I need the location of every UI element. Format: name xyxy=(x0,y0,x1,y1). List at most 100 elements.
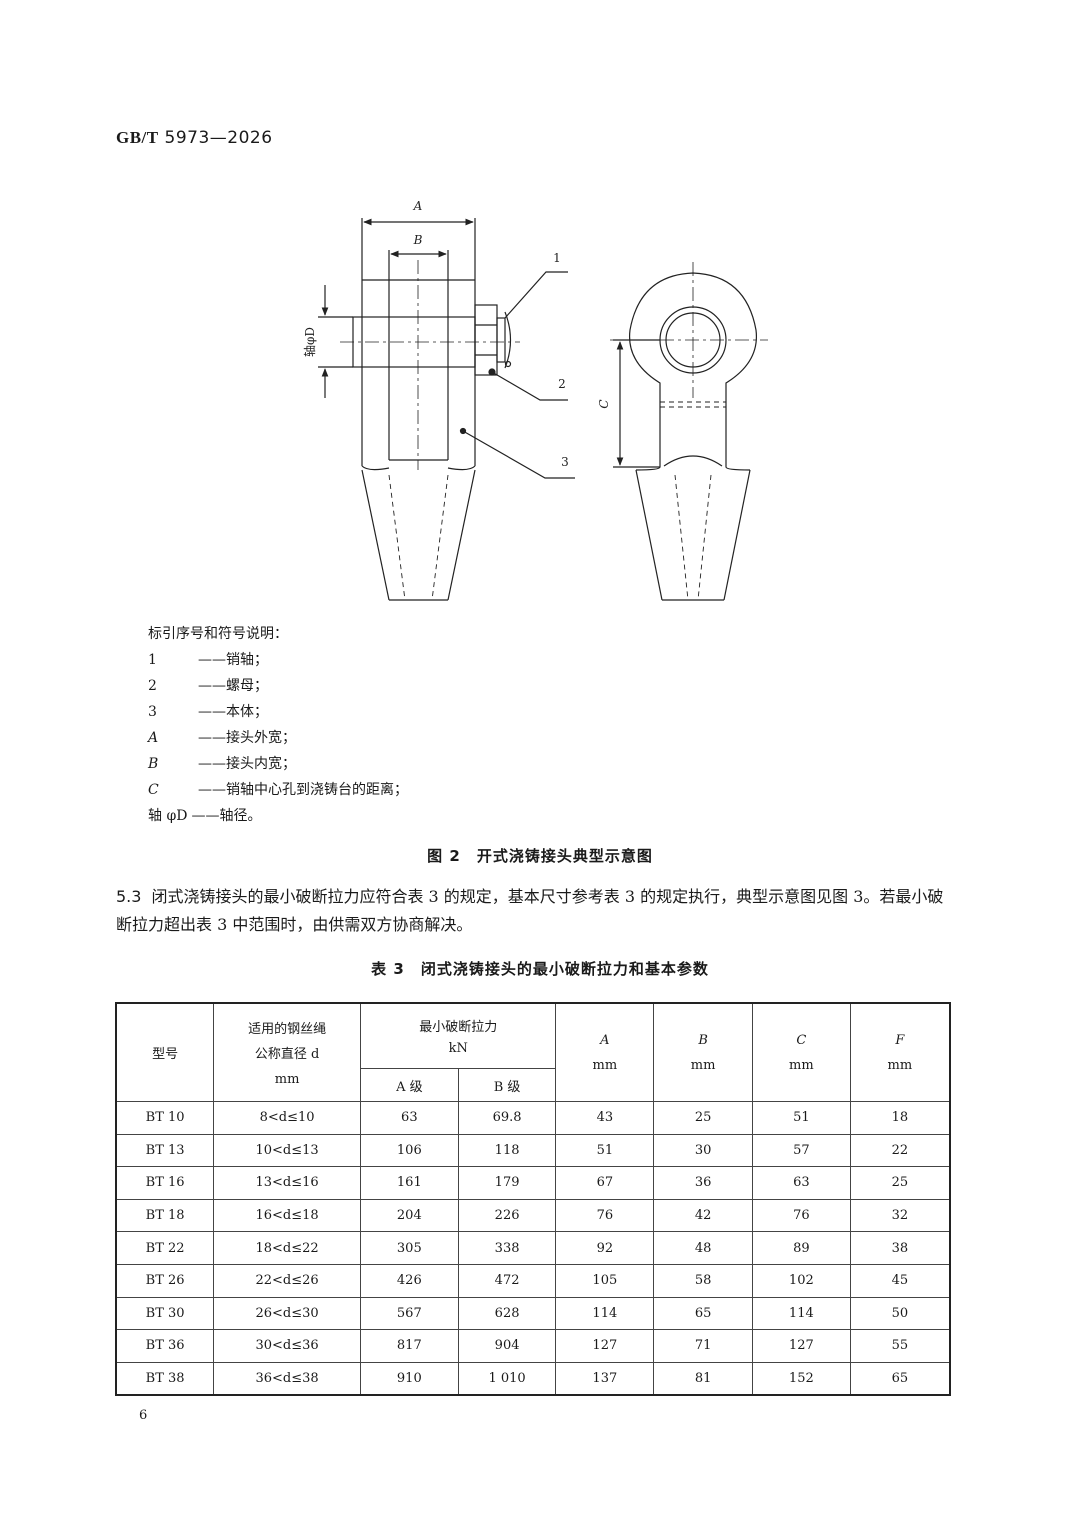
cell-b: 65 xyxy=(653,1296,753,1331)
cell-force-grade-b: 118 xyxy=(457,1133,557,1168)
header-rope-diameter-line2: 公称直径 d xyxy=(254,1047,320,1062)
page-number: 6 xyxy=(139,1408,148,1423)
header-c-symbol: C xyxy=(796,1032,807,1048)
cell-a: 114 xyxy=(555,1296,655,1331)
cell-a: 43 xyxy=(555,1101,655,1135)
header-c-unit: mm xyxy=(789,1057,814,1073)
cell-rope-diameter: 16<d≤18 xyxy=(213,1198,361,1233)
table-caption: 表 3 闭式浇铸接头的最小破断拉力和基本参数 xyxy=(371,960,709,978)
legend-symbol: 2 xyxy=(148,678,157,694)
cell-rope-diameter: 22<d≤26 xyxy=(213,1263,361,1298)
legend-symbol: C xyxy=(148,782,159,798)
header-breaking-force-label: 最小破断拉力 xyxy=(419,1020,498,1035)
cell-rope-diameter: 26<d≤30 xyxy=(213,1296,361,1331)
header-grade-b: B 级 xyxy=(457,1068,557,1102)
header-grade-a: A 级 xyxy=(359,1068,459,1102)
figure-2-drawing: A B C 轴φD 1 2 3 xyxy=(302,199,768,601)
header-rope-diameter-line1: 适用的钢丝绳 xyxy=(248,1022,327,1037)
legend-symbol: 3 xyxy=(148,704,157,720)
cell-force-grade-b: 69.8 xyxy=(457,1101,557,1135)
legend-description: ——销轴； xyxy=(198,652,268,668)
cell-force-grade-a: 204 xyxy=(359,1198,459,1233)
cell-force-grade-b: 628 xyxy=(457,1296,557,1331)
figure-caption: 图 2 开式浇铸接头典型示意图 xyxy=(427,847,653,865)
dim-label-c: C xyxy=(597,399,611,408)
figure-legend: 标引序号和符号说明： 1——销轴； 2——螺母； 3——本体； A——接头外宽；… xyxy=(148,621,408,829)
dim-label-b: B xyxy=(413,233,423,247)
cell-a: 67 xyxy=(555,1166,655,1200)
cell-b: 30 xyxy=(653,1133,753,1168)
legend-item: B——接头内宽； xyxy=(148,751,408,777)
cell-model: BT 22 xyxy=(115,1231,215,1265)
legend-symbol: A xyxy=(148,730,159,746)
cell-c: 51 xyxy=(751,1101,851,1135)
cell-b: 71 xyxy=(653,1329,753,1363)
cell-c: 57 xyxy=(751,1133,851,1168)
legend-symbol: 轴 φD xyxy=(148,808,188,824)
section-text: 闭式浇铸接头的最小破断拉力应符合表 3 的规定，基本尺寸参考表 3 的规定执行，… xyxy=(116,887,944,934)
cell-force-grade-a: 63 xyxy=(359,1101,459,1135)
dim-label-a: A xyxy=(413,199,423,213)
cell-model: BT 18 xyxy=(115,1198,215,1233)
cell-force-grade-a: 161 xyxy=(359,1166,459,1200)
cell-rope-diameter: 36<d≤38 xyxy=(213,1361,361,1396)
cell-model: BT 16 xyxy=(115,1166,215,1200)
front-view xyxy=(610,262,768,601)
cell-force-grade-b: 338 xyxy=(457,1231,557,1265)
cell-b: 48 xyxy=(653,1231,753,1265)
cell-f: 45 xyxy=(849,1263,951,1298)
cell-force-grade-a: 910 xyxy=(359,1361,459,1396)
cell-model: BT 26 xyxy=(115,1263,215,1298)
cell-c: 76 xyxy=(751,1198,851,1233)
legend-item: 2 ——螺母； xyxy=(148,673,408,699)
cell-c: 152 xyxy=(751,1361,851,1396)
cell-f: 65 xyxy=(849,1361,951,1396)
legend-description: ——接头内宽； xyxy=(198,756,296,772)
header-a-symbol: A xyxy=(600,1032,610,1048)
cell-f: 32 xyxy=(849,1198,951,1233)
header-model: 型号 xyxy=(115,1002,215,1102)
cell-a: 137 xyxy=(555,1361,655,1396)
legend-description: ——轴径。 xyxy=(191,808,262,824)
cell-model: BT 30 xyxy=(115,1296,215,1331)
dim-label-axis-d: 轴φD xyxy=(302,327,317,357)
cell-f: 25 xyxy=(849,1166,951,1200)
cell-rope-diameter: 30<d≤36 xyxy=(213,1329,361,1363)
legend-description: ——螺母； xyxy=(198,678,268,694)
cell-c: 63 xyxy=(751,1166,851,1200)
legend-item: A——接头外宽； xyxy=(148,725,408,751)
cell-force-grade-b: 904 xyxy=(457,1329,557,1363)
header-f-unit: mm xyxy=(887,1057,913,1073)
header-a-unit: mm xyxy=(592,1057,618,1073)
standard-number: 5973—2026 xyxy=(164,128,273,148)
cell-b: 58 xyxy=(653,1263,753,1298)
cell-a: 127 xyxy=(555,1329,655,1363)
cell-c: 114 xyxy=(751,1296,851,1331)
cell-b: 81 xyxy=(653,1361,753,1396)
header-f-symbol: F xyxy=(895,1032,905,1048)
cell-c: 89 xyxy=(751,1231,851,1265)
cell-model: BT 10 xyxy=(115,1101,215,1135)
legend-symbol: 1 xyxy=(148,652,157,668)
cell-force-grade-a: 817 xyxy=(359,1329,459,1363)
cell-rope-diameter: 10<d≤13 xyxy=(213,1133,361,1168)
legend-description: ——本体； xyxy=(198,704,268,720)
cell-force-grade-a: 106 xyxy=(359,1133,459,1168)
callout-3: 3 xyxy=(561,455,569,469)
header-b-unit: mm xyxy=(690,1057,716,1073)
header-breaking-force-unit: kN xyxy=(448,1041,468,1056)
cell-model: BT 13 xyxy=(115,1133,215,1168)
legend-item: 轴 φD——轴径。 xyxy=(148,803,408,829)
legend-description: ——销轴中心孔到浇铸台的距离； xyxy=(198,782,408,798)
